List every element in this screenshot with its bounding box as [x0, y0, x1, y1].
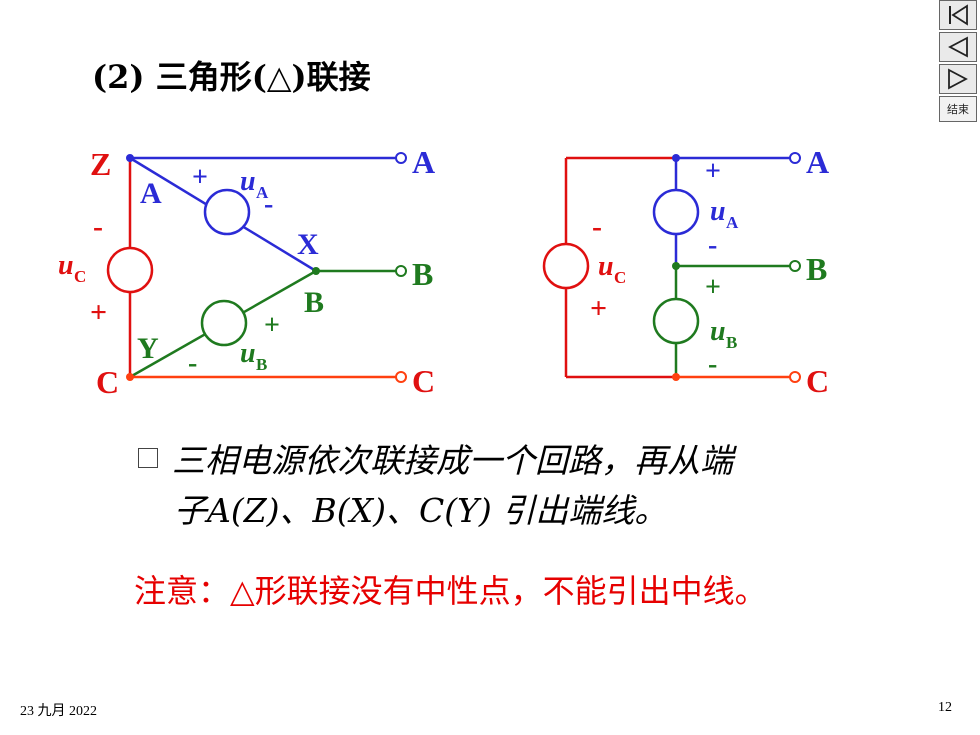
right-ua-subscript: A [726, 213, 739, 232]
ub-plus: + [264, 310, 280, 341]
right-ub-plus: + [705, 272, 721, 303]
description-line-1: 三相电源依次联接成一个回路，再从端 [172, 441, 733, 480]
previous-slide-button[interactable] [939, 32, 977, 62]
label-c: C [96, 364, 119, 400]
ub-subscript: B [256, 355, 267, 374]
ub-label: u [240, 338, 256, 369]
description-line-2: 子A(Z)、B(X)、C(Y) 引出端线。 [174, 491, 668, 530]
right-terminal-b-circle [789, 260, 801, 272]
uc-label: u [58, 250, 74, 281]
right-label-terminal-a: A [806, 144, 829, 180]
ub-minus: - [188, 348, 197, 379]
right-ua-label: u [710, 196, 726, 227]
label-b-node: B [304, 286, 324, 319]
page-number: 12 [938, 700, 952, 715]
right-ub-label: u [710, 316, 726, 347]
label-terminal-a: A [412, 144, 435, 180]
label-z: Z [90, 146, 111, 182]
label-terminal-b: B [412, 256, 433, 292]
right-ub-minus: - [708, 349, 717, 380]
terminal-c-circle [395, 371, 407, 383]
triangle-left-icon [948, 36, 968, 58]
uc-plus: + [90, 296, 107, 329]
source-uc-circle [106, 246, 154, 294]
right-node-b-dot [672, 262, 680, 270]
right-uc-label: u [598, 251, 614, 282]
right-node-c-dot [672, 373, 680, 381]
ua-label: u [240, 166, 256, 197]
terminal-a-circle [395, 152, 407, 164]
ua-subscript: A [256, 183, 269, 202]
warning-note: 注意：△形联接没有中性点，不能引出中线。 [134, 572, 767, 610]
left-delta-diagram: Z A X B Y C A B C + - u A + - u B - + u … [58, 144, 435, 400]
slide-title: (2) 三角形(△)联接 [92, 58, 371, 96]
label-y: Y [137, 332, 159, 365]
source-ub-circle [200, 299, 248, 347]
right-source-ua-circle [652, 188, 700, 236]
footer-date: 23 九月 2022 [20, 704, 97, 719]
uc-subscript: C [74, 267, 86, 286]
right-ua-minus: - [708, 230, 717, 261]
right-source-ub-circle [652, 297, 700, 345]
right-label-terminal-b: B [806, 251, 827, 287]
right-delta-diagram: A B C + - u A + - u B - + u C [542, 144, 829, 399]
end-show-button[interactable]: 结束 [939, 96, 977, 122]
right-node-a-dot [672, 154, 680, 162]
label-x: X [297, 228, 319, 261]
node-c-dot [126, 373, 134, 381]
label-a-node: A [140, 177, 162, 210]
right-label-terminal-c: C [806, 363, 829, 399]
node-x-dot [312, 267, 320, 275]
right-uc-minus: - [592, 210, 602, 243]
node-z-dot [126, 154, 134, 162]
uc-minus: - [93, 210, 103, 243]
right-terminal-c-circle [789, 371, 801, 383]
right-ub-subscript: B [726, 333, 737, 352]
right-source-uc-circle [542, 242, 590, 290]
right-ua-plus: + [705, 156, 721, 187]
terminal-b-circle [395, 265, 407, 277]
description-paragraph: 三相电源依次联接成一个回路，再从端 子A(Z)、B(X)、C(Y) 引出端线。 [138, 436, 858, 536]
first-slide-button[interactable] [939, 0, 977, 30]
slide-navigation: 结束 [939, 0, 977, 124]
right-terminal-a-circle [789, 152, 801, 164]
source-ua-circle [203, 188, 251, 236]
bullet-square-icon [138, 448, 158, 468]
triangle-right-icon [948, 68, 968, 90]
right-uc-subscript: C [614, 268, 626, 287]
skip-to-first-icon [949, 4, 968, 26]
ua-minus: - [264, 189, 273, 220]
label-terminal-c: C [412, 363, 435, 399]
right-uc-plus: + [590, 292, 607, 325]
ua-plus: + [192, 162, 208, 193]
next-slide-button[interactable] [939, 64, 977, 94]
